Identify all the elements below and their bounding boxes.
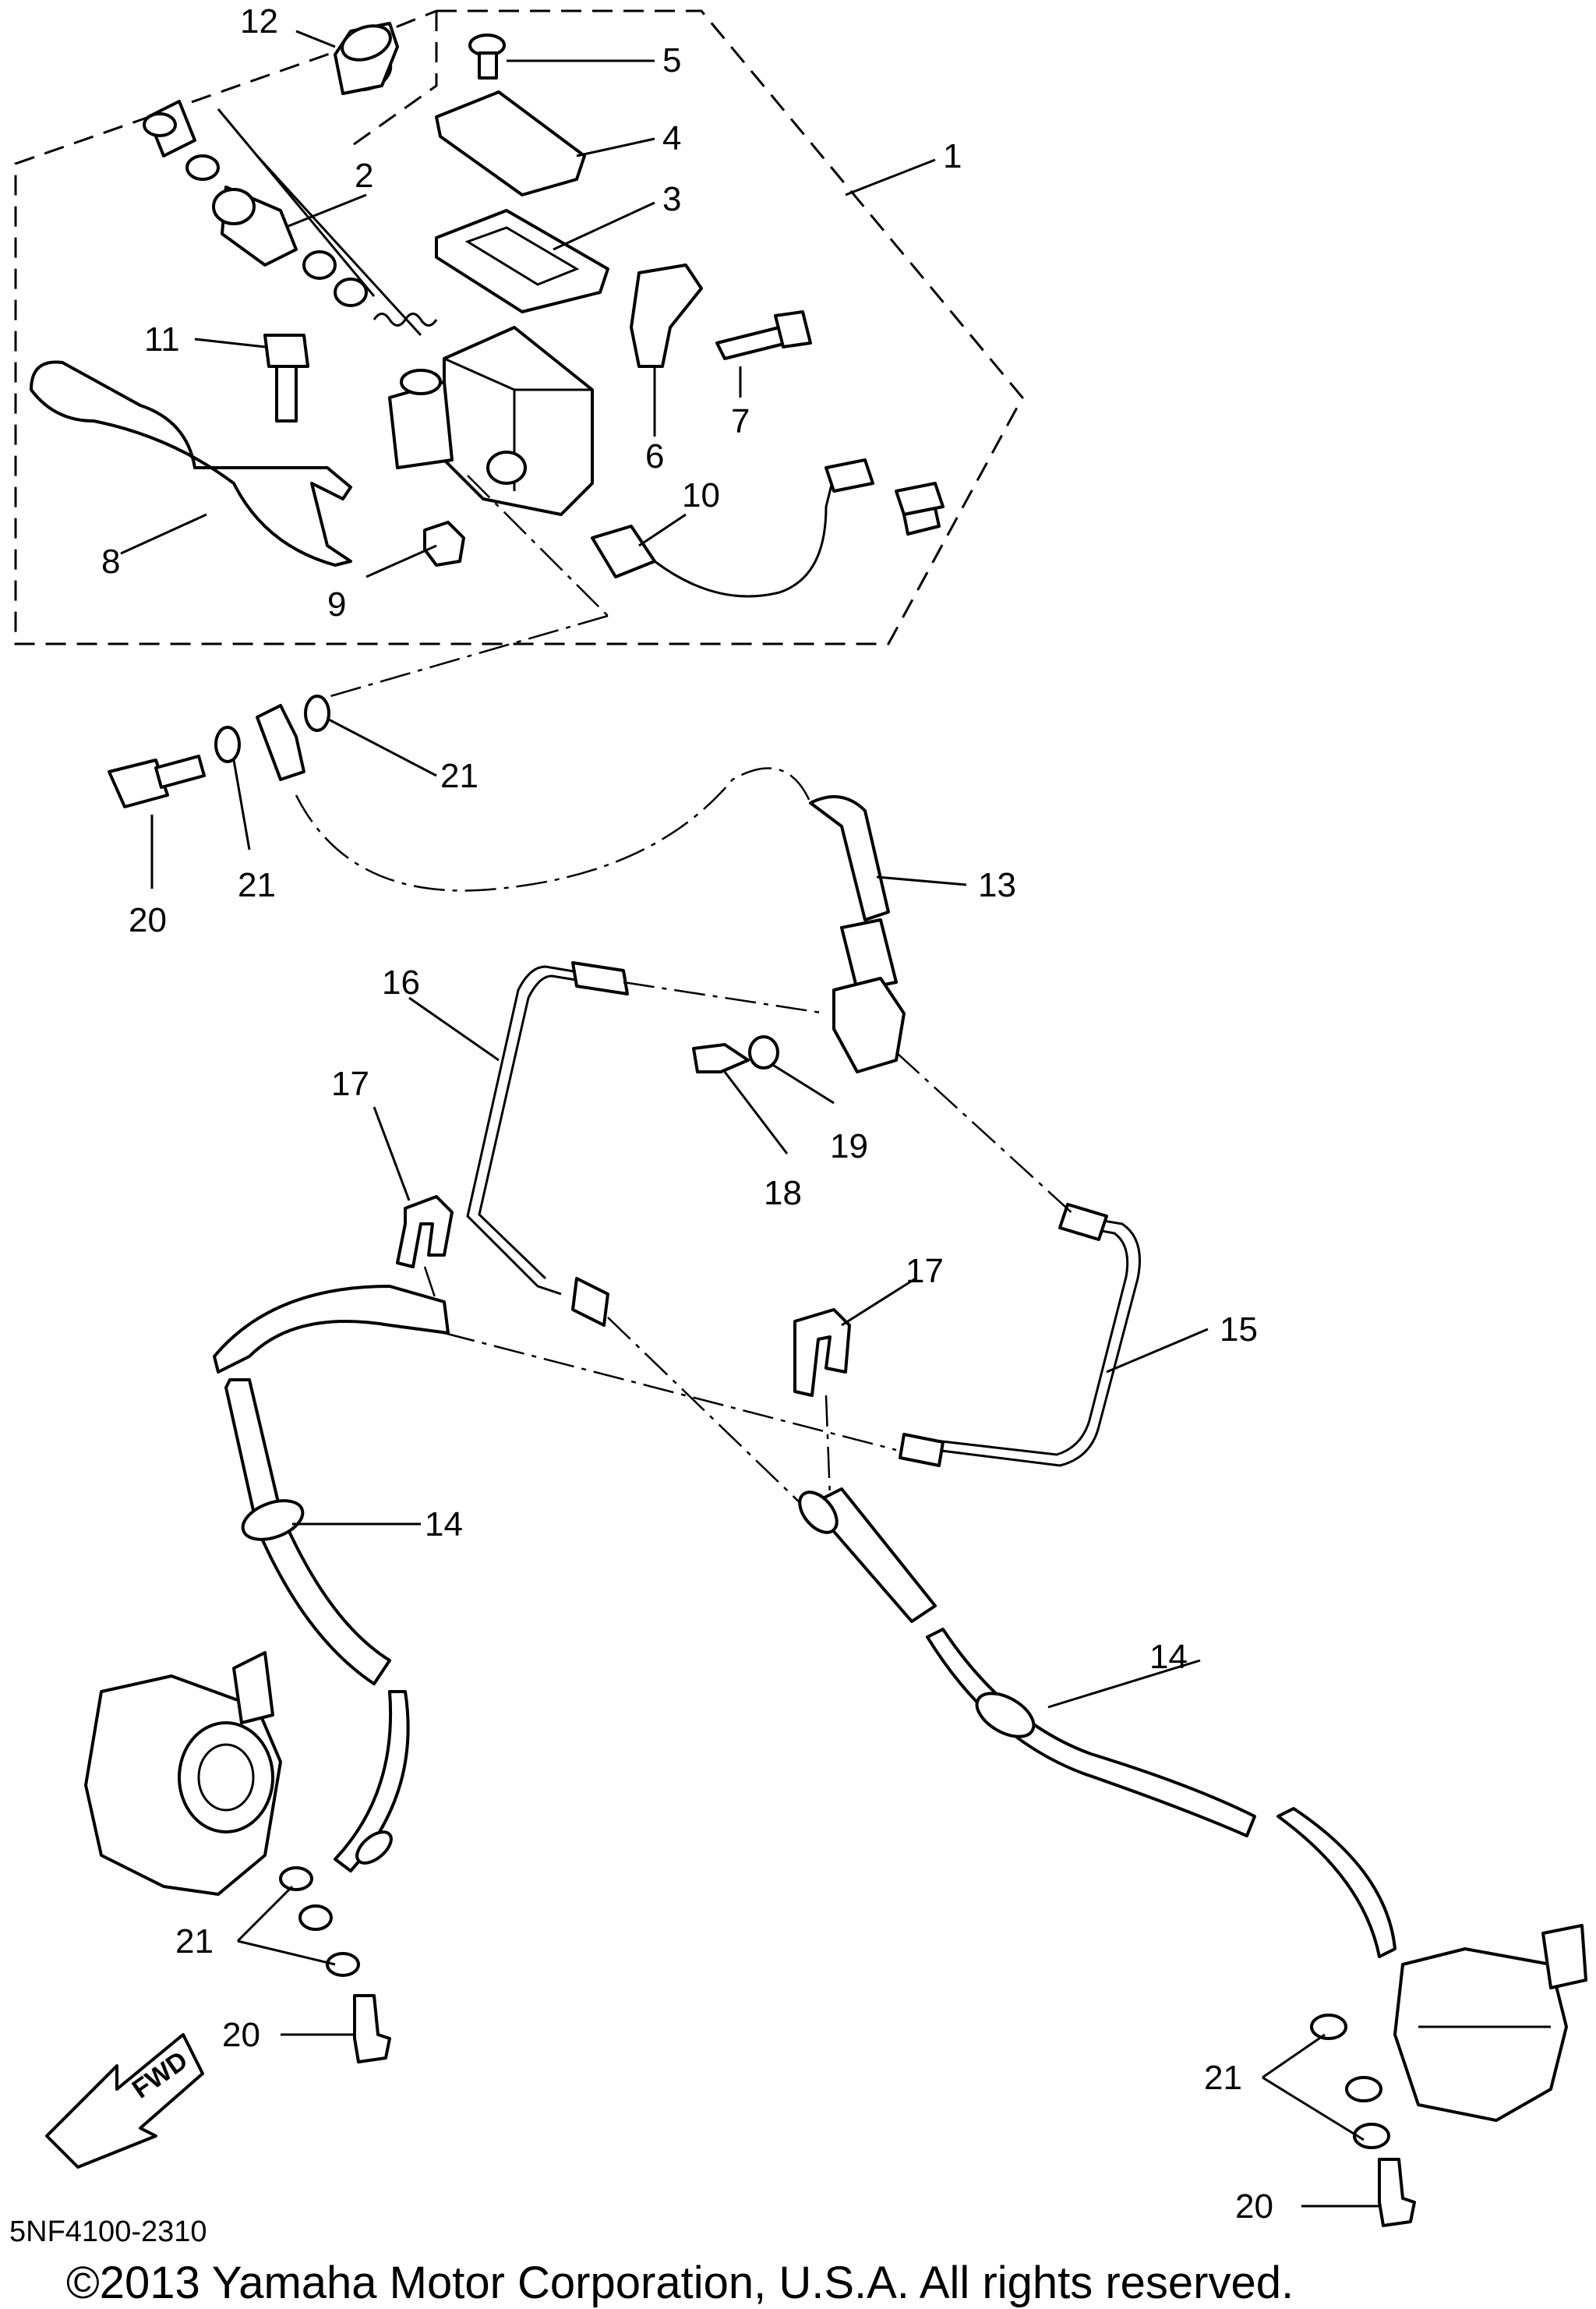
caliper-right bbox=[1393, 1924, 1587, 2122]
callout-19: 19 bbox=[830, 1127, 868, 1165]
part-6-clamp bbox=[630, 263, 703, 368]
part-3-diaphragm bbox=[435, 209, 609, 313]
part-17-clip-b bbox=[793, 1308, 851, 1397]
callout-17-left: 17 bbox=[331, 1065, 369, 1103]
callout-14-left: 14 bbox=[425, 1505, 463, 1543]
part-15-brake-pipe bbox=[934, 1215, 1141, 1467]
callout-20-right: 20 bbox=[1235, 2187, 1273, 2226]
part-21-washer-f bbox=[1345, 2076, 1382, 2102]
callout-9: 9 bbox=[327, 585, 346, 624]
part-5-screw bbox=[468, 34, 506, 80]
fwd-arrow: FWD bbox=[45, 2033, 204, 2169]
part-20-banjo-bolt-left bbox=[353, 1994, 391, 2063]
callout-20-top: 20 bbox=[129, 901, 167, 939]
part-21-washer-d bbox=[326, 1952, 360, 1977]
part-19-washer bbox=[748, 1035, 779, 1070]
callout-3: 3 bbox=[662, 180, 681, 218]
callout-4: 4 bbox=[662, 119, 681, 157]
leader-lines bbox=[120, 30, 1379, 2208]
callout-21-right: 21 bbox=[1204, 2059, 1242, 2097]
part-9-nut bbox=[423, 521, 465, 567]
callout-18: 18 bbox=[764, 1174, 802, 1212]
part-21-washer-b bbox=[304, 695, 330, 732]
banjo-fitting-top bbox=[256, 704, 305, 781]
part-21-washer-g bbox=[1353, 2123, 1390, 2149]
part-21-washer-a bbox=[214, 726, 241, 763]
part-14-hose-left bbox=[213, 1285, 450, 1374]
callout-21-top-left: 21 bbox=[238, 866, 276, 904]
callout-5: 5 bbox=[662, 41, 681, 80]
part-21-washer-c bbox=[279, 1866, 313, 1891]
caliper-left bbox=[84, 1651, 282, 1896]
copyright-notice: ©2013 Yamaha Motor Corporation, U.S.A. A… bbox=[66, 2258, 1294, 2308]
part-10-switch bbox=[591, 458, 945, 598]
part-21-washer-e bbox=[1310, 2014, 1347, 2040]
part-8-brake-lever bbox=[30, 360, 352, 567]
part-18-bolt bbox=[692, 1043, 750, 1073]
part-14-hose-right bbox=[809, 1487, 937, 1623]
callout-12: 12 bbox=[240, 2, 278, 41]
diagram-code: 5NF4100-2310 bbox=[9, 2215, 207, 2248]
callout-21-top-right: 21 bbox=[440, 757, 478, 795]
callout-17-right: 17 bbox=[906, 1252, 944, 1290]
callout-16: 16 bbox=[382, 964, 420, 1002]
callout-2: 2 bbox=[355, 157, 373, 195]
brake-joint-block bbox=[832, 977, 906, 1073]
part-17-clip-a bbox=[396, 1195, 454, 1268]
callout-8: 8 bbox=[101, 543, 120, 581]
callout-10: 10 bbox=[682, 476, 720, 514]
part-12-cap bbox=[334, 22, 399, 95]
callout-11: 11 bbox=[144, 320, 180, 359]
part-7-bolt bbox=[715, 310, 812, 360]
part-20-banjo-bolt-top bbox=[108, 755, 206, 808]
callout-6: 6 bbox=[645, 437, 664, 476]
assembly-boundary bbox=[14, 9, 1024, 645]
callout-15: 15 bbox=[1220, 1310, 1258, 1349]
part-20-banjo-bolt-right bbox=[1378, 2158, 1416, 2227]
part-4-cap bbox=[435, 90, 586, 196]
callout-21-left: 21 bbox=[175, 1922, 214, 1961]
callout-7: 7 bbox=[731, 402, 750, 440]
part-13-hose bbox=[295, 767, 812, 892]
part-2-piston-kit bbox=[143, 100, 438, 337]
part-16-brake-pipe bbox=[466, 965, 593, 1296]
part-11-pivot-bolt bbox=[263, 334, 309, 423]
callout-20-left: 20 bbox=[222, 2016, 260, 2054]
master-cylinder-body bbox=[388, 326, 594, 516]
callout-13: 13 bbox=[978, 866, 1016, 904]
callout-14-right: 14 bbox=[1149, 1638, 1188, 1676]
callout-1: 1 bbox=[943, 137, 962, 175]
